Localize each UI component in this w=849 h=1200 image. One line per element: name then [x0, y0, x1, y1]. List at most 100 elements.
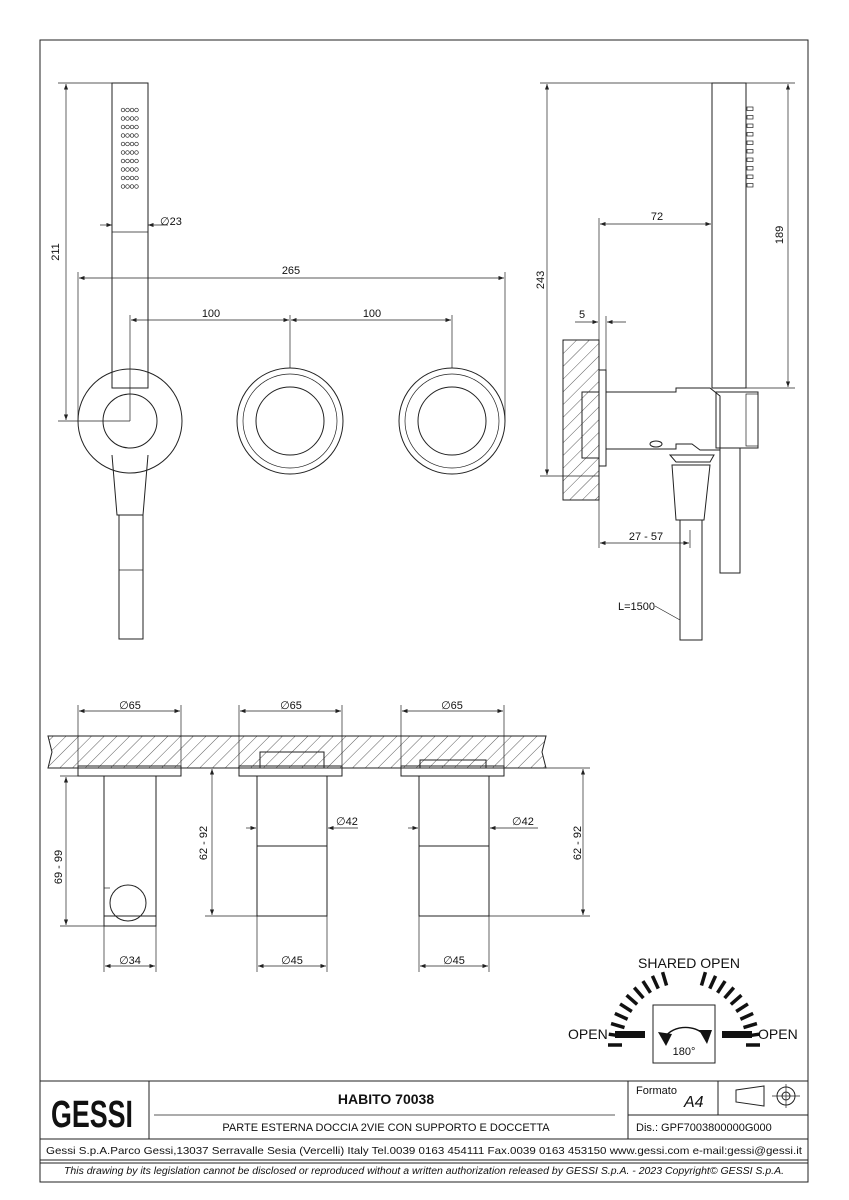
- open-left-bar: [615, 1031, 645, 1038]
- side-nozzle: [746, 123, 754, 128]
- nozzle-dot: [125, 116, 130, 121]
- side-nozzles: [746, 106, 754, 188]
- dim-handle-diameter: ∅23: [160, 216, 182, 228]
- label-open-left: OPEN: [568, 1026, 608, 1042]
- mixer-knob-2: [417, 386, 487, 456]
- side-nozzle: [746, 132, 754, 137]
- rotation-tick: [619, 1002, 633, 1013]
- nozzle-dot: [134, 167, 139, 172]
- mixer-knob-1: [255, 386, 325, 456]
- rotation-tick: [739, 1011, 754, 1021]
- format-value: A4: [683, 1094, 704, 1111]
- nozzle-dot: [120, 133, 126, 138]
- nozzle-dot: [125, 167, 130, 172]
- side-hose-connector: [671, 464, 711, 521]
- drawing-number: Dis.: GPF7003800000G000: [636, 1122, 772, 1134]
- nozzle-dot: [129, 167, 135, 172]
- nozzle-dot: [120, 167, 126, 172]
- nozzle-dot: [120, 141, 126, 147]
- title-block: GESSI HABITO 70038 PARTE ESTERNA DOCCIA …: [39, 1080, 809, 1177]
- nozzle-dot: [125, 184, 130, 189]
- rotation-tick: [632, 986, 645, 1000]
- dim-wall-offset: 5: [579, 309, 585, 321]
- nozzle-dot: [129, 184, 135, 189]
- side-nozzle: [746, 174, 754, 179]
- rotation-box: [652, 1004, 716, 1064]
- rotation-tick: [625, 993, 639, 1006]
- side-hand-shower: [711, 82, 747, 389]
- shower-nozzles: [120, 107, 139, 189]
- rotation-tick: [660, 971, 669, 987]
- nozzle-dot: [134, 124, 139, 130]
- rotation-tick: [641, 980, 652, 994]
- open-right-bar: [722, 1031, 752, 1038]
- nozzle-dot: [125, 107, 130, 113]
- nozzle-dot: [129, 116, 135, 121]
- side-nozzle: [746, 183, 754, 188]
- nozzle-dot: [120, 150, 126, 155]
- nozzle-dot: [125, 158, 130, 164]
- nozzle-dot: [134, 158, 139, 164]
- nozzle-dot: [120, 107, 126, 113]
- front-view: 211 ∅23 265 100 100: [50, 82, 506, 640]
- rotation-diagram: SHARED OPEN OPEN OPEN 180°: [568, 955, 798, 1064]
- dim-side-overall-height: 243: [535, 271, 547, 289]
- holder-arm: [605, 387, 721, 451]
- nozzle-dot: [120, 184, 126, 189]
- dim-body-diameter-3: ∅45: [443, 955, 465, 967]
- nozzle-dot: [129, 124, 135, 130]
- section-3-upper: [418, 775, 490, 847]
- nozzle-dot: [120, 124, 126, 130]
- format-label: Formato: [636, 1085, 677, 1097]
- nozzle-dot: [125, 133, 130, 138]
- dim-depth-range-2: 62 - 92: [198, 826, 210, 860]
- product-name: HABITO 70038: [338, 1091, 434, 1107]
- mixer-plate-1: [236, 367, 344, 475]
- nozzle-dot: [125, 175, 130, 181]
- dim-inner-diameter-2: ∅42: [336, 816, 358, 828]
- wall-plate: [598, 369, 607, 467]
- nozzle-dot: [129, 175, 135, 181]
- side-nozzle: [746, 157, 754, 162]
- dim-depth-range-3: 62 - 92: [572, 826, 584, 860]
- nozzle-dot: [120, 158, 126, 164]
- rotation-tick: [610, 1021, 626, 1030]
- nozzle-dot: [125, 124, 130, 130]
- dim-spacing-left: 100: [202, 308, 220, 320]
- gessi-logo: GESSI: [51, 1094, 133, 1136]
- rotation-tick: [650, 975, 660, 990]
- nozzle-dot: [129, 158, 135, 164]
- legal-notice: This drawing by its legislation cannot b…: [64, 1166, 784, 1177]
- dim-spacing-right: 100: [363, 308, 381, 320]
- side-nozzle: [746, 115, 754, 120]
- hose-connector: [111, 454, 149, 516]
- section-3-lower: [418, 845, 490, 917]
- projection-symbol-icon: [735, 1084, 800, 1108]
- nozzle-dot: [129, 150, 135, 155]
- dim-side-offset: 72: [651, 211, 663, 223]
- wall-section: [562, 339, 600, 501]
- dim-total-width: 265: [282, 265, 300, 277]
- nozzle-dot: [134, 184, 139, 189]
- nozzle-dot: [134, 133, 139, 138]
- dim-depth-range-1: 69 - 99: [53, 850, 65, 884]
- rotation-tick: [708, 975, 718, 990]
- side-hose: [679, 519, 703, 641]
- side-nozzle: [746, 166, 754, 171]
- dim-body-diameter-1: ∅34: [119, 955, 141, 967]
- nozzle-dot: [125, 150, 130, 155]
- nozzle-dot: [120, 116, 126, 121]
- nozzle-dot: [120, 175, 126, 181]
- dim-side-handle-height: 189: [774, 226, 786, 244]
- rotation-arrow: [663, 1026, 706, 1041]
- side-cradle: [715, 391, 759, 449]
- side-nozzle: [746, 106, 754, 111]
- hose: [118, 514, 144, 640]
- dim-body-diameter-2: ∅45: [281, 955, 303, 967]
- rotation-tick: [735, 1002, 749, 1013]
- rotation-tick: [729, 993, 743, 1006]
- dim-plate-diameter-3: ∅65: [441, 700, 463, 712]
- dim-front-height: 211: [50, 243, 62, 261]
- product-description: PARTE ESTERNA DOCCIA 2VIE CON SUPPORTO E…: [222, 1122, 550, 1134]
